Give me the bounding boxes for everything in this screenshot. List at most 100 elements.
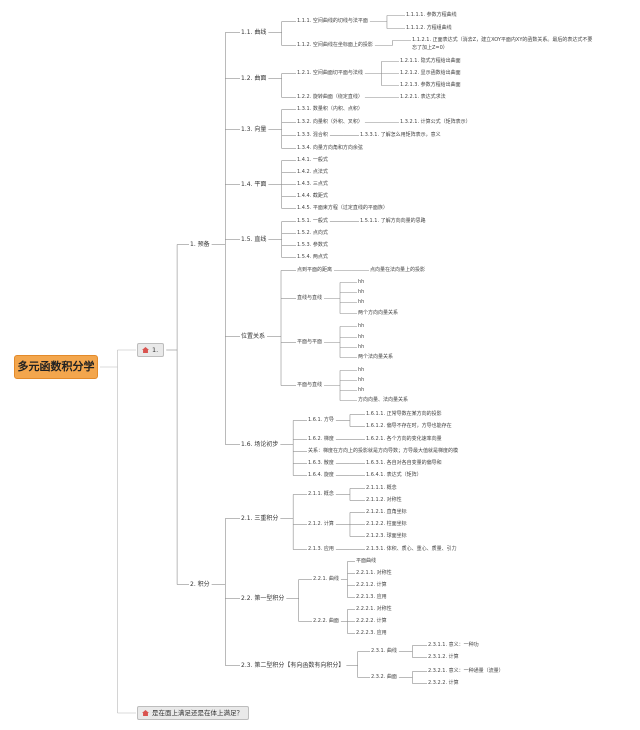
node-lx-4[interactable]: 两个方向向量关系 [358, 310, 399, 316]
node-s112[interactable]: 1.1.2. 空间曲线在坐标面上的投影 [297, 42, 373, 48]
node-s164[interactable]: 1.6.4. 旋度 [308, 472, 334, 478]
node-s2223[interactable]: 2.2.2.3. 应用 [356, 630, 387, 636]
node-s11[interactable]: 1.1. 曲线 [241, 29, 267, 36]
node-s133[interactable]: 1.3.3. 混合积 [297, 132, 328, 138]
node-s1621[interactable]: 1.6.2.1. 各个方向的变化速率向量 [366, 436, 442, 442]
node-s2213[interactable]: 2.2.1.3. 应用 [356, 594, 387, 600]
node-s1611[interactable]: 1.6.1.1. 正常导数在某方向的投影 [366, 411, 442, 417]
node-px-3[interactable]: hh [358, 387, 365, 393]
node-rel[interactable]: 关系：梯度在方向上的投影就是方向导数；方导最大值就是梯度的模 [308, 448, 459, 454]
node-s21[interactable]: 2.1. 三重积分 [241, 515, 279, 522]
node-s2210[interactable]: 平面曲线 [356, 558, 377, 564]
node-s15[interactable]: 1.5. 直线 [241, 236, 267, 243]
node-s13[interactable]: 1.3. 向量 [241, 126, 267, 133]
node-s212[interactable]: 2.1.2. 计算 [308, 521, 334, 527]
node-s121[interactable]: 1.2.1. 空间曲面切平面与法线 [297, 70, 363, 76]
node-s1321[interactable]: 1.3.2.1. 计算公式（矩阵表示） [400, 119, 471, 125]
node-s1211[interactable]: 1.2.1.1. 隐式方程给出曲面 [400, 58, 461, 64]
node-s2311[interactable]: 2.3.1.1. 意义：一种功 [428, 642, 479, 648]
node-s1511[interactable]: 1.5.1.1. 了解方向向量的思路 [360, 218, 426, 224]
node-s16[interactable]: 1.6. 场论初步 [241, 441, 279, 448]
node-s144[interactable]: 1.4.4. 截距式 [297, 193, 328, 199]
node-s2321[interactable]: 2.3.2.1. 意义：一种通量（流量） [428, 668, 504, 674]
node-s142[interactable]: 1.4.2. 点法式 [297, 169, 328, 175]
node-s213[interactable]: 2.1.3. 应用 [308, 546, 334, 552]
node-s162[interactable]: 1.6.2. 梯度 [308, 436, 334, 442]
branch-2-label: 是在面上满足还是在体上满足？ [152, 709, 243, 717]
node-px-2[interactable]: hh [358, 377, 365, 383]
branch-1-label: 1. [152, 346, 159, 354]
node-s1641[interactable]: 1.6.4.1. 表达式（矩阵） [366, 472, 422, 478]
node-pp-2[interactable]: hh [358, 334, 365, 340]
node-px[interactable]: 平面与直线 [297, 382, 323, 388]
node-s1213[interactable]: 1.2.1.3. 参数方程给出曲面 [400, 82, 461, 88]
node-lx-3[interactable]: hh [358, 299, 365, 305]
node-s134[interactable]: 1.3.4. 向量方向角和方向余弦 [297, 145, 363, 151]
node-lx-1[interactable]: hh [358, 279, 365, 285]
node-s2111[interactable]: 2.1.1.1. 概念 [366, 485, 397, 491]
node-lx-2[interactable]: hh [358, 289, 365, 295]
node-pp-1[interactable]: hh [358, 323, 365, 329]
node-s152[interactable]: 1.5.2. 点向式 [297, 230, 328, 236]
node-px-1[interactable]: hh [358, 367, 365, 373]
node-s1121a[interactable]: 1.1.2.1. 正面表达式（消去Z，建立XOY平面内XY的函数关系。最后的表达… [412, 37, 593, 43]
node-s23[interactable]: 2.3. 第二型积分【有向函数有向积分】 [241, 662, 345, 669]
node-s232[interactable]: 2.3.2. 曲面 [371, 674, 397, 680]
node-s163[interactable]: 1.6.3. 散度 [308, 460, 334, 466]
node-s2212[interactable]: 2.2.1.2. 计算 [356, 582, 387, 588]
node-s2211[interactable]: 2.2.1.1. 对称性 [356, 570, 392, 576]
node-lx[interactable]: 直线与直线 [297, 295, 323, 301]
node-pd1[interactable]: 点向量在法向量上的投影 [370, 267, 426, 273]
node-s2131[interactable]: 2.1.3.1. 体积、质心、重心、质量、引力 [366, 546, 457, 552]
node-s1111[interactable]: 1.1.1.1. 参数方程曲线 [406, 12, 457, 18]
branch-1-tag[interactable]: 1. [137, 343, 165, 357]
root-node[interactable]: 多元函数积分学 [14, 355, 98, 379]
node-s231[interactable]: 2.3.1. 曲线 [371, 648, 397, 654]
node-s221[interactable]: 2.2.1. 曲线 [313, 576, 339, 582]
node-sec2[interactable]: 2. 积分 [190, 581, 210, 588]
node-s1631[interactable]: 1.6.3.1. 各自对各自变量的偏导和 [366, 460, 442, 466]
node-s151[interactable]: 1.5.1. 一般式 [297, 218, 328, 224]
node-s14[interactable]: 1.4. 平面 [241, 181, 267, 188]
node-s1112[interactable]: 1.1.1.2. 方程组曲线 [406, 25, 452, 31]
node-s22[interactable]: 2.2. 第一型积分 [241, 595, 285, 602]
node-s2322[interactable]: 2.3.2.2. 计算 [428, 680, 459, 686]
node-s132[interactable]: 1.3.2. 向量积（外积、叉积） [297, 119, 363, 125]
node-s1221[interactable]: 1.2.2.1. 表达式求法 [400, 94, 446, 100]
node-s141[interactable]: 1.4.1. 一般式 [297, 157, 328, 163]
home-icon [142, 710, 149, 716]
node-s1212[interactable]: 1.2.1.2. 显示函数给出曲面 [400, 70, 461, 76]
node-s1121b: 忘了加上Z=0） [412, 45, 448, 51]
node-pp[interactable]: 平面与平面 [297, 339, 323, 345]
node-s111[interactable]: 1.1.1. 空间曲线的切线与法平面 [297, 18, 368, 24]
node-s131[interactable]: 1.3.1. 数量积（内积、点积） [297, 106, 363, 112]
branch-2-tag[interactable]: 是在面上满足还是在体上满足？ [137, 706, 249, 720]
node-s2123[interactable]: 2.1.2.3. 球面坐标 [366, 533, 407, 539]
node-pos[interactable]: 位置关系 [241, 333, 266, 340]
node-s153[interactable]: 1.5.3. 参数式 [297, 242, 328, 248]
node-sec1[interactable]: 1. 预备 [190, 241, 210, 248]
node-s2112[interactable]: 2.1.1.2. 对称性 [366, 497, 402, 503]
node-s2222[interactable]: 2.2.2.2. 计算 [356, 618, 387, 624]
node-s222[interactable]: 2.2.2. 曲面 [313, 618, 339, 624]
node-s2221[interactable]: 2.2.2.1. 对称性 [356, 606, 392, 612]
node-s154[interactable]: 1.5.4. 两点式 [297, 254, 328, 260]
node-s161[interactable]: 1.6.1. 方导 [308, 417, 334, 423]
node-s2121[interactable]: 2.1.2.1. 直角坐标 [366, 509, 407, 515]
node-pd[interactable]: 点到平面的距离 [297, 267, 333, 273]
node-px-4[interactable]: 方向向量、法向量关系 [358, 397, 409, 403]
node-s145[interactable]: 1.4.5. 平面束方程（过定直线的平面族） [297, 205, 388, 211]
node-s143[interactable]: 1.4.3. 三点式 [297, 181, 328, 187]
node-s2122[interactable]: 2.1.2.2. 柱面坐标 [366, 521, 407, 527]
node-s1612[interactable]: 1.6.1.2. 偏导不存在时，方导也能存在 [366, 423, 452, 429]
node-s122[interactable]: 1.2.2. 旋转曲面（绕定直线） [297, 94, 363, 100]
node-s1331[interactable]: 1.3.3.1. 了解怎么用矩阵表示，意义 [360, 132, 441, 138]
node-pp-3[interactable]: hh [358, 344, 365, 350]
home-icon [142, 347, 149, 353]
node-s211[interactable]: 2.1.1. 概念 [308, 491, 334, 497]
node-pp-4[interactable]: 两个法向量关系 [358, 354, 394, 360]
node-s2312[interactable]: 2.3.1.2. 计算 [428, 654, 459, 660]
node-s12[interactable]: 1.2. 曲面 [241, 75, 267, 82]
